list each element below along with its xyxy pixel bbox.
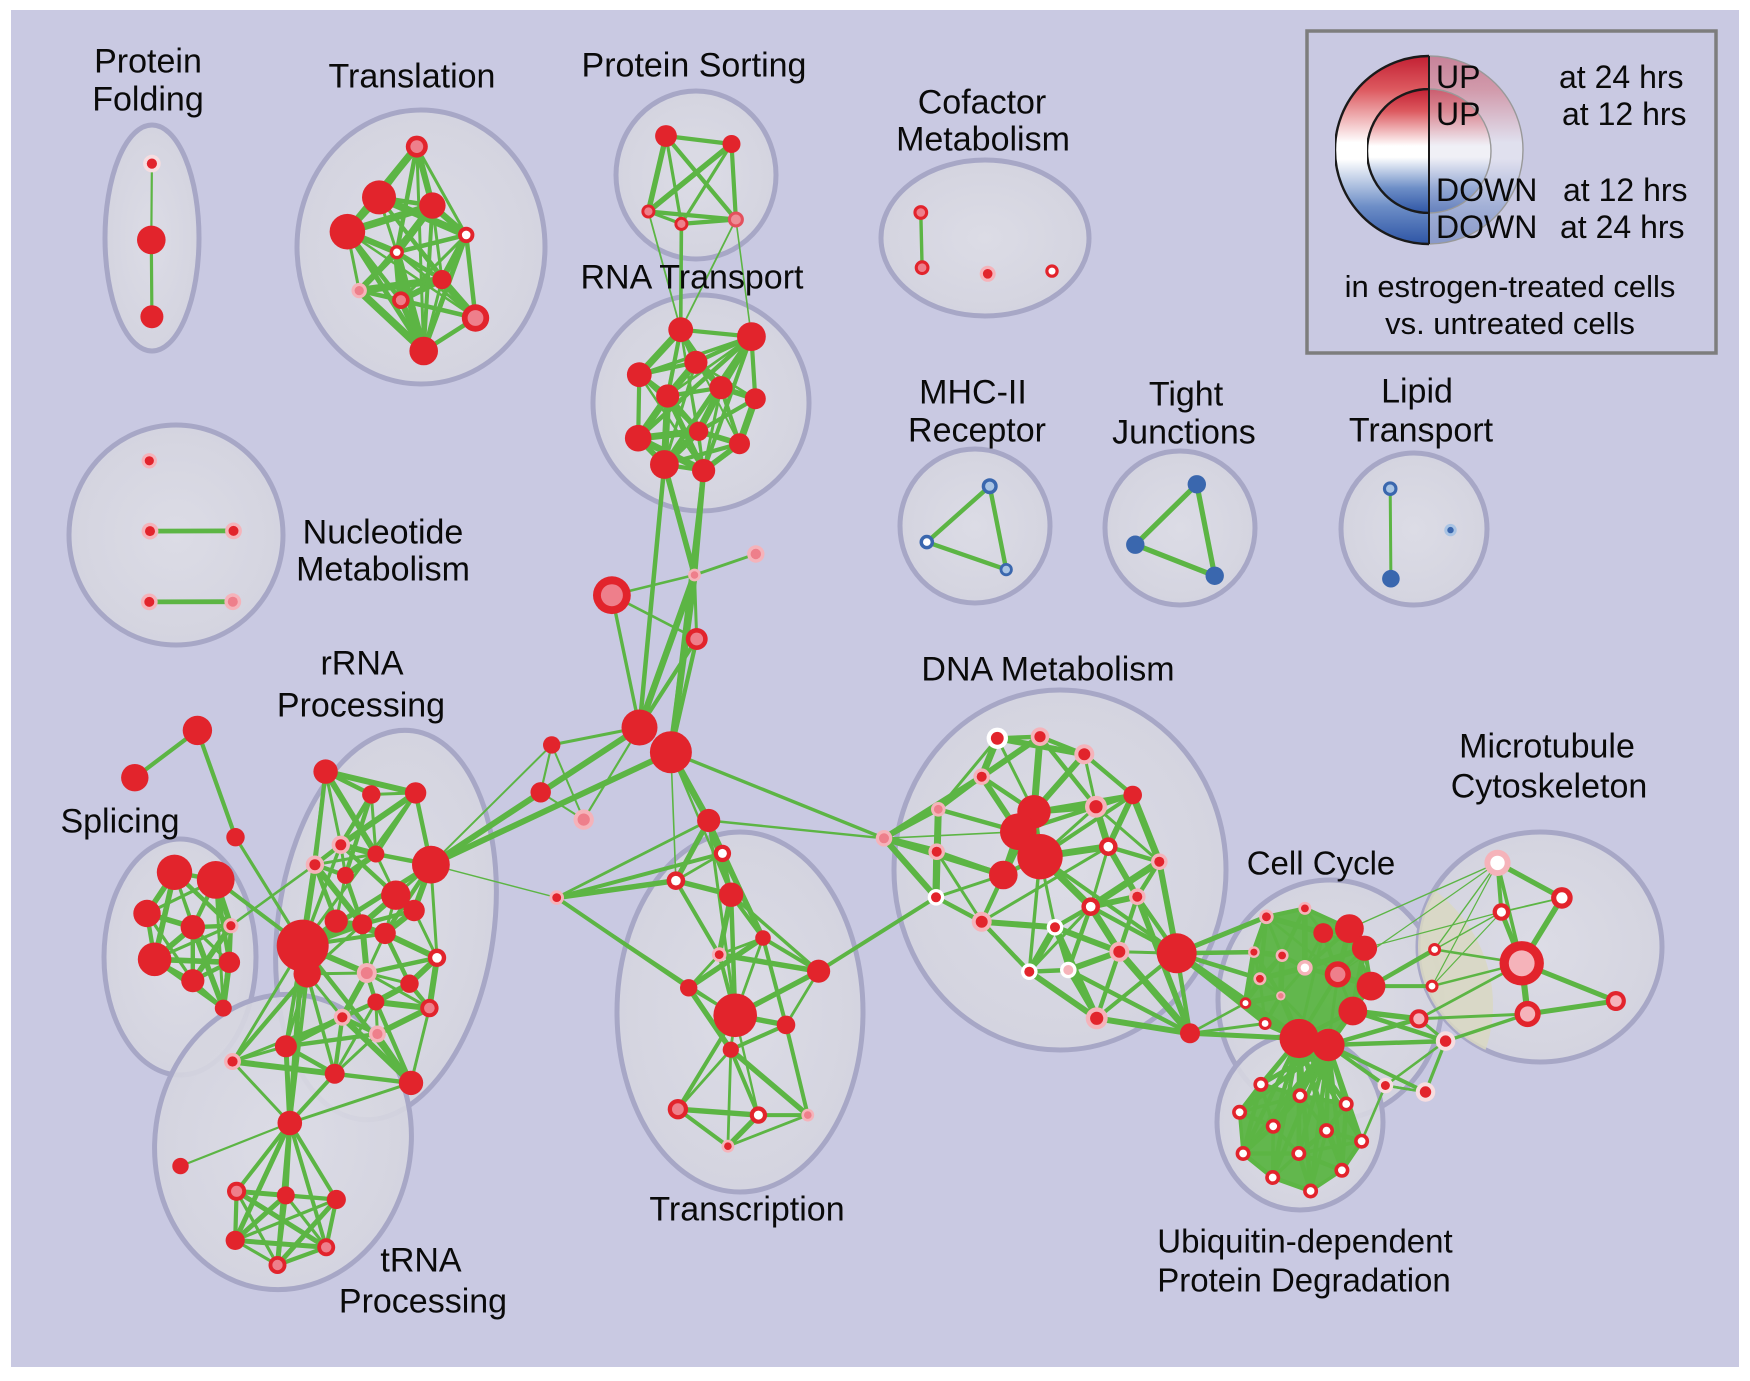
svg-text:Translation: Translation <box>329 58 496 96</box>
svg-text:Junctions: Junctions <box>1112 414 1256 452</box>
svg-text:at 12 hrs: at 12 hrs <box>1562 96 1687 132</box>
svg-text:Transcription: Transcription <box>649 1191 844 1229</box>
svg-text:Ubiquitin-dependent: Ubiquitin-dependent <box>1157 1222 1452 1259</box>
svg-text:Protein Degradation: Protein Degradation <box>1157 1261 1451 1298</box>
svg-text:rRNA: rRNA <box>320 645 403 683</box>
svg-text:Processing: Processing <box>339 1283 507 1321</box>
svg-text:DOWN: DOWN <box>1436 172 1537 208</box>
svg-text:vs. untreated cells: vs. untreated cells <box>1385 306 1635 341</box>
svg-text:at 24 hrs: at 24 hrs <box>1560 209 1685 245</box>
svg-text:Transport: Transport <box>1349 412 1494 450</box>
svg-text:UP: UP <box>1436 96 1480 132</box>
svg-text:Receptor: Receptor <box>908 412 1046 450</box>
svg-text:Metabolism: Metabolism <box>296 551 470 589</box>
svg-text:Cofactor: Cofactor <box>918 84 1047 122</box>
svg-text:Protein: Protein <box>94 43 202 81</box>
svg-text:Splicing: Splicing <box>60 803 179 841</box>
svg-text:MHC-II: MHC-II <box>919 374 1027 412</box>
svg-text:at 12 hrs: at 12 hrs <box>1563 172 1688 208</box>
svg-text:DOWN: DOWN <box>1436 209 1537 245</box>
svg-text:Folding: Folding <box>92 81 204 119</box>
svg-text:Microtubule: Microtubule <box>1459 728 1635 766</box>
svg-text:Cytoskeleton: Cytoskeleton <box>1451 768 1648 806</box>
svg-text:UP: UP <box>1436 59 1480 95</box>
svg-text:DNA Metabolism: DNA Metabolism <box>921 651 1174 689</box>
svg-text:Nucleotide: Nucleotide <box>303 514 464 552</box>
svg-text:Metabolism: Metabolism <box>896 121 1070 159</box>
svg-text:Lipid: Lipid <box>1381 373 1453 411</box>
svg-text:in estrogen-treated cells: in estrogen-treated cells <box>1345 269 1676 304</box>
svg-text:tRNA: tRNA <box>380 1242 462 1280</box>
svg-text:Processing: Processing <box>277 687 445 725</box>
svg-text:Tight: Tight <box>1149 376 1224 414</box>
svg-text:Cell Cycle: Cell Cycle <box>1247 844 1396 881</box>
svg-text:Protein Sorting: Protein Sorting <box>582 47 807 85</box>
svg-text:at 24 hrs: at 24 hrs <box>1559 59 1684 95</box>
svg-text:RNA Transport: RNA Transport <box>581 259 805 297</box>
